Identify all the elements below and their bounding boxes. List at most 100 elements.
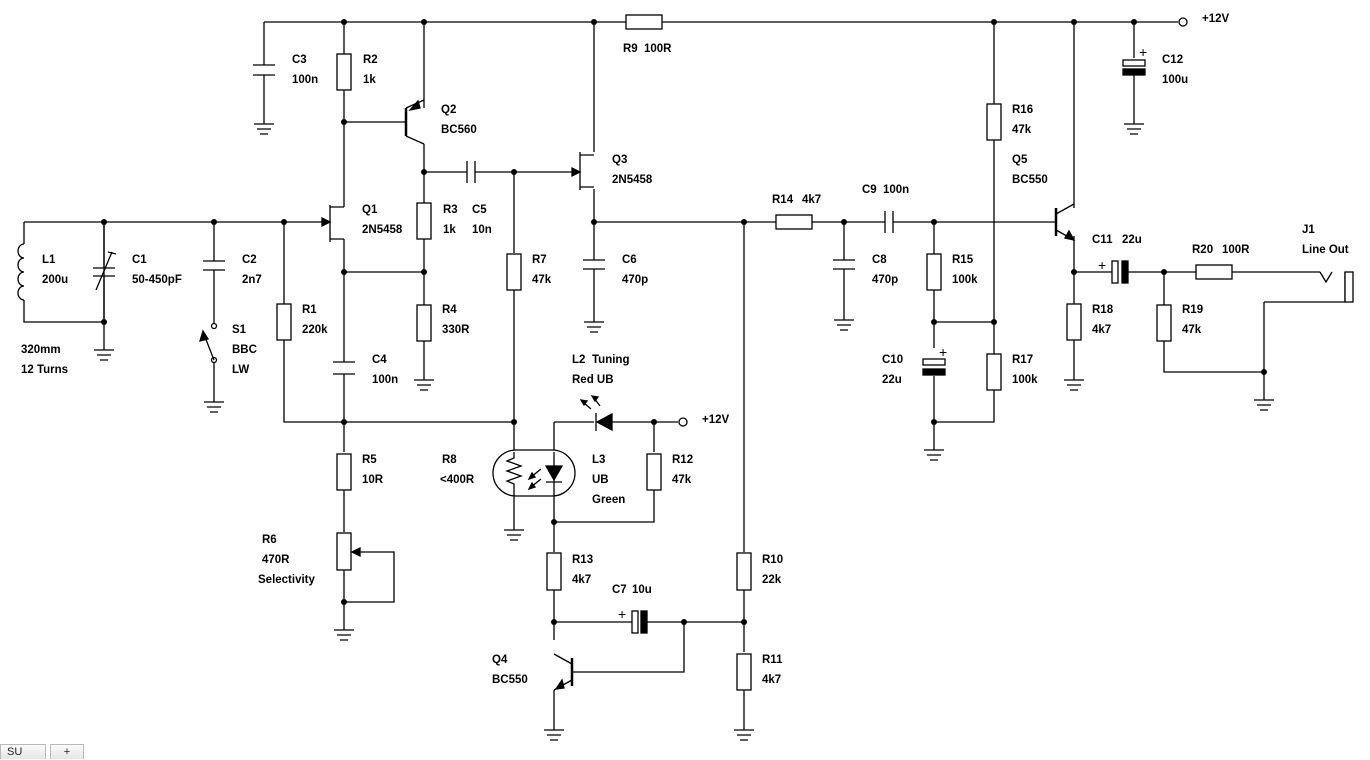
j1-ref: J1	[1302, 224, 1315, 236]
r6-ref: R6	[262, 534, 277, 546]
switch-arrow-icon	[199, 329, 210, 342]
l1-note-turns: 12 Turns	[21, 364, 68, 376]
ground-icon	[544, 729, 564, 741]
l1-note-length: 320mm	[21, 344, 61, 356]
c10-ref: C10	[882, 354, 903, 366]
tab-su[interactable]: SU	[0, 744, 46, 759]
q5-ref: Q5	[1012, 154, 1028, 166]
r11-value: 4k7	[762, 674, 781, 686]
r12-value: 47k	[672, 474, 692, 486]
r18-ref: R18	[1092, 304, 1114, 316]
c2-value: 2n7	[242, 274, 262, 286]
c6-value: 470p	[622, 274, 648, 286]
jack-j1	[1319, 271, 1354, 303]
ground-icon	[504, 529, 524, 541]
l2-ref: L2	[572, 354, 585, 366]
c9-value: 100n	[883, 184, 909, 196]
inductor-l1	[17, 243, 25, 301]
q2-ref: Q2	[441, 104, 456, 116]
ground-icon	[924, 449, 944, 461]
supply-terminal	[1178, 17, 1188, 27]
q4-ref: Q4	[492, 654, 508, 666]
c11-plus: +	[1098, 257, 1106, 273]
r17-value: 100k	[1012, 374, 1038, 386]
r7-value: 47k	[532, 274, 552, 286]
polarity-marks: + + + +	[618, 44, 1147, 622]
s1-pos1: BBC	[232, 344, 257, 356]
r19-ref: R19	[1182, 304, 1203, 316]
resistor-r17	[986, 353, 1002, 391]
r4-ref: R4	[442, 304, 457, 316]
resistor-r1	[276, 303, 292, 341]
bottom-tab-bar: SU +	[0, 744, 84, 759]
resistor-r10	[736, 552, 752, 591]
led-supply-label: +12V	[702, 414, 730, 426]
c2-ref: C2	[242, 254, 257, 266]
resistor-r2	[336, 53, 352, 91]
wires	[23, 21, 1346, 730]
q3-ref: Q3	[612, 154, 627, 166]
r13-ref: R13	[572, 554, 593, 566]
led-l2	[579, 395, 613, 432]
r5-value: 10R	[362, 474, 384, 486]
q3-value: 2N5458	[612, 174, 653, 186]
ground-icon	[254, 123, 274, 135]
ground-icon	[334, 629, 354, 641]
capacitor-c11	[1111, 260, 1129, 284]
switch-contact-1	[210, 322, 218, 330]
r1-value: 220k	[302, 324, 328, 336]
capacitor-c12	[1122, 59, 1146, 76]
r8-ref: R8	[442, 454, 457, 466]
resistor-r15	[926, 253, 942, 291]
c12-value: 100u	[1162, 74, 1188, 86]
capacitor-c2	[203, 260, 225, 271]
l3-ref: L3	[592, 454, 605, 466]
capacitors	[93, 59, 1146, 634]
r14-value: 4k7	[802, 194, 821, 206]
c11-ref: C11	[1092, 234, 1113, 246]
r4-value: 330R	[442, 324, 470, 336]
r16-value: 47k	[1012, 124, 1032, 136]
r9-ref: R9	[623, 43, 638, 55]
r11-ref: R11	[762, 654, 783, 666]
ground-icon	[584, 321, 604, 333]
capacitor-c4	[333, 361, 355, 375]
r15-value: 100k	[952, 274, 978, 286]
resistor-r13	[546, 552, 562, 591]
ground-icon	[834, 319, 854, 331]
resistor-r19	[1156, 304, 1172, 342]
r17-ref: R17	[1012, 354, 1033, 366]
c10-plus: +	[939, 344, 947, 360]
resistor-r3	[416, 202, 432, 240]
potentiometer-wiper-arrow-icon	[350, 546, 361, 558]
r12-ref: R12	[672, 454, 693, 466]
l3-note: Green	[592, 494, 625, 506]
r3-ref: R3	[443, 204, 458, 216]
r6-note: Selectivity	[258, 574, 315, 586]
resistor-r7	[506, 253, 522, 291]
s1-pos2: LW	[232, 364, 249, 376]
r19-value: 47k	[1182, 324, 1202, 336]
r20-ref: R20	[1192, 244, 1213, 256]
l3-value: UB	[592, 474, 609, 486]
ground-icon	[1254, 399, 1274, 411]
c7-ref: C7	[612, 584, 627, 596]
q1-value: 2N5458	[362, 224, 403, 236]
schematic-diagram: + + + +	[17, 13, 1354, 741]
led-supply-terminal	[678, 417, 688, 427]
c8-value: 470p	[872, 274, 898, 286]
q1-ref: Q1	[362, 204, 378, 216]
switch-blade	[204, 336, 215, 361]
r14-ref: R14	[772, 194, 794, 206]
c12-plus: +	[1139, 44, 1147, 60]
r7-ref: R7	[532, 254, 547, 266]
r15-ref: R15	[952, 254, 974, 266]
tab-add[interactable]: +	[50, 744, 84, 759]
resistor-r16	[986, 103, 1002, 141]
c1-value: 50-450pF	[132, 274, 182, 286]
r5-ref: R5	[362, 454, 377, 466]
capacitor-c5	[466, 161, 476, 183]
capacitor-c8	[833, 259, 855, 270]
c8-ref: C8	[872, 254, 887, 266]
c3-value: 100n	[292, 74, 318, 86]
